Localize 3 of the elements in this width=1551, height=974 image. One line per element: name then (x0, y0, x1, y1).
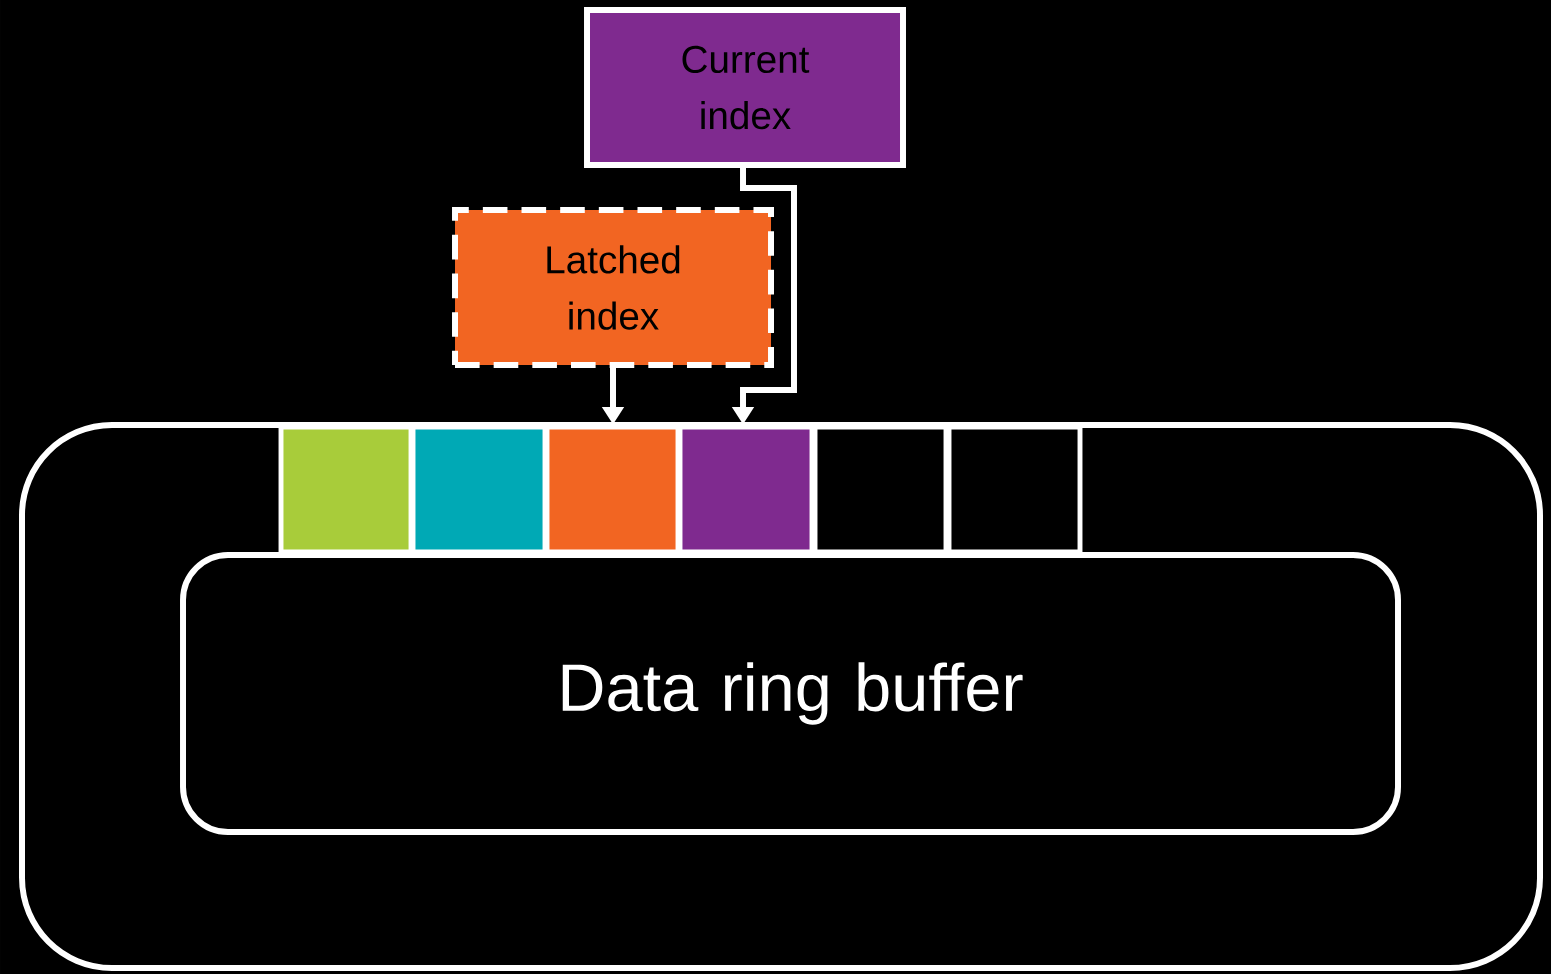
index-box: Latched index (452, 207, 774, 368)
index-box: Current index (584, 7, 906, 168)
buffer-box: Data ring buffer (180, 552, 1401, 835)
